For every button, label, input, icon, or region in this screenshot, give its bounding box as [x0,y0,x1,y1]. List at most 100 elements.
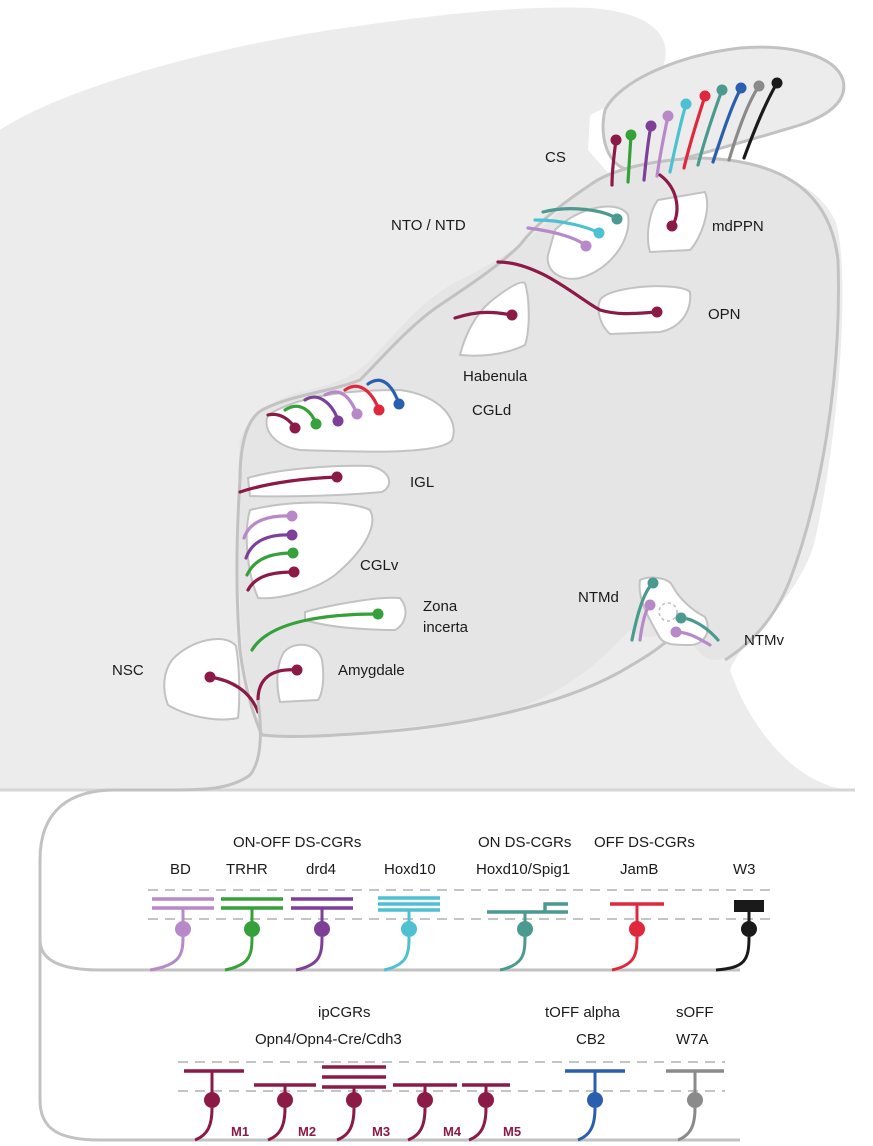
ntmv-axon-lavender [670,626,712,647]
cgld-axon-maroon-terminal [289,422,301,434]
cglv-axon-green-terminal [287,547,299,559]
cell-m5 [462,1083,510,1142]
region-labels: CS mdPPN NTO / NTD OPN Habenula CGLd IGL… [112,149,784,679]
cs-axon-red [682,90,711,170]
nto-axon-teal [541,207,623,225]
cell-hoxd10 [378,896,440,972]
cell-hoxd10-axon [383,936,411,972]
cell-w3-dendrite [734,900,764,912]
nucleus-habenula [458,281,530,357]
cell-trhr-axon [224,936,254,972]
cell-hoxd10-spig1-soma [517,921,533,937]
cell-m4-soma [417,1092,433,1108]
cell-drd4-axon [295,936,324,972]
cgld-axon-red [343,384,385,416]
legend-on-off-ds: ON-OFF DS-CGRs [233,834,361,851]
label-m4: M4 [443,1124,462,1139]
cs-axon-teal-fiber [696,88,724,167]
cell-m2 [254,1083,316,1142]
optic-tract-outline [235,183,591,736]
legend-trhr: TRHR [226,861,268,878]
zona-axon [250,608,384,652]
cell-trhr-soma [244,921,260,937]
label-m1: M1 [231,1124,249,1139]
label-opn: OPN [708,306,741,323]
cs-axon-black-terminal [771,77,783,89]
cs-axon-blue-terminal [735,82,747,94]
cell-m1 [184,1069,244,1142]
mdppn-axon-terminal [666,220,678,232]
ntmd-axon-lavender [638,599,656,642]
opn-axon [496,260,663,318]
nto-axon-cyan-terminal [593,227,605,239]
cell-w7a-axon [677,1107,697,1142]
cglv-axon-lavender [242,510,298,540]
cell-m3-soma [346,1092,362,1108]
cell-m5-axon [468,1107,488,1142]
nucleus-mdppn [647,190,709,254]
nto-axon-lavender-terminal [580,240,592,252]
cgld-axon-lavender-terminal [351,408,363,420]
legend-opn4: Opn4/Opn4-Cre/Cdh3 [255,1031,402,1048]
cell-m5-soma [478,1092,494,1108]
cs-axon-maroon-terminal [610,134,622,146]
cell-w3-axon [715,936,751,972]
cs-axon-black-fiber [742,81,779,160]
cglv-axon-purple [244,529,298,560]
cs-axon-teal [696,84,728,167]
cs-axon-lavender [655,110,674,178]
legend-soff: sOFF [676,1004,714,1021]
cell-hoxd10-spig1-axon [499,936,527,972]
cell-drd4-soma [314,921,330,937]
label-ntmv: NTMv [744,632,784,649]
label-m5: M5 [503,1124,521,1139]
ntmd-axon-teal [630,577,659,642]
cs-axon-cyan-fiber [668,102,688,174]
cs-axon-purple-terminal [645,120,657,132]
label-cgld: CGLd [472,402,511,419]
zona-axon-terminal [372,608,384,620]
cglv-axon-purple-terminal [286,529,298,541]
cs-axon-blue [711,82,747,164]
cs-axon-gray-fiber [727,84,761,162]
legend-hoxd10: Hoxd10 [384,861,436,878]
mdppn-axon [658,173,679,232]
cell-drd4 [291,897,353,972]
cs-axon-purple [642,120,657,182]
optic-nerve-outline [38,699,740,1142]
ganglion-cells [149,896,764,1142]
igl-axon-terminal [331,471,343,483]
nto-axon-cyan [533,218,605,239]
igl-axon [238,471,343,494]
legend-cb2: CB2 [576,1031,605,1048]
cs-axon-maroon [610,134,622,187]
amygdale-axon-terminal [291,664,303,676]
legend-hoxd10-spig1: Hoxd10/Spig1 [476,861,570,878]
cs-axon-gray [727,80,765,162]
retina-upper-baseline [38,900,740,972]
opn-axon-fiber [496,260,659,316]
label-igl: IGL [410,474,434,491]
cell-m2-soma [277,1092,293,1108]
ntm-boundary [658,602,678,622]
habenula-axon-terminal [506,309,518,321]
cell-w3-soma [741,921,757,937]
cs-axon-gray-terminal [753,80,765,92]
nto-axon-lavender [526,226,592,252]
label-cs: CS [545,149,566,166]
cell-hoxd10-soma [401,921,417,937]
cell-hoxd10-spig1 [487,902,568,972]
cell-m4 [393,1083,457,1142]
cell-m1-axon [194,1107,214,1142]
cgld-axon-purple-terminal [332,415,344,427]
label-habenula: Habenula [463,368,528,385]
legend-toff-alpha: tOFF alpha [545,1004,621,1021]
cell-m3 [322,1065,386,1142]
legend-off-ds: OFF DS-CGRs [594,834,695,851]
legend-w7a: W7A [676,1031,709,1048]
label-mdppn: mdPPN [712,218,764,235]
axon-projections [204,77,783,714]
cgld-axon-green [283,404,322,430]
ventral-outline [261,623,687,738]
